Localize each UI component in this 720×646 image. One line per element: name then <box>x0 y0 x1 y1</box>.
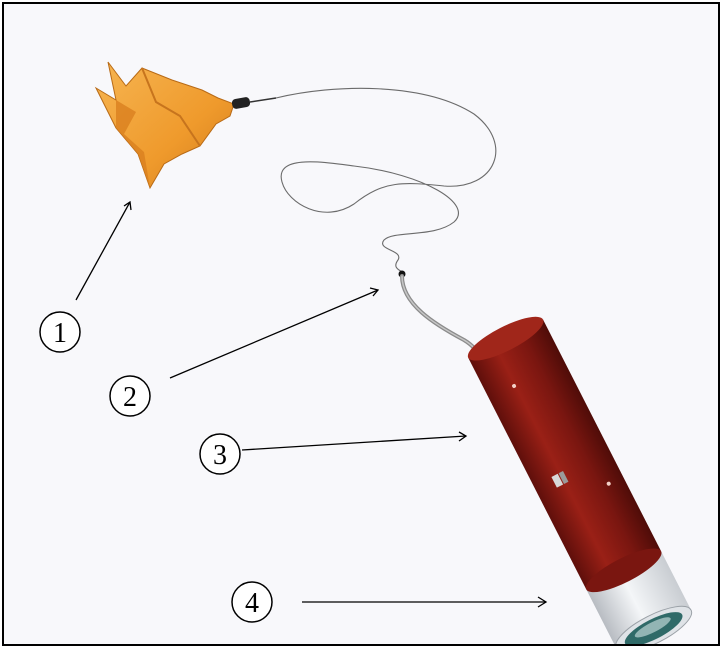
device-diagram: 1 2 3 4 <box>39 61 693 644</box>
callout-4: 4 <box>231 581 273 623</box>
cable <box>400 274 482 360</box>
callout-1-label: 1 <box>53 318 67 349</box>
callout-3-label: 3 <box>213 440 227 471</box>
leader-arrows <box>75 200 548 608</box>
arrow-3 <box>241 435 467 451</box>
arrow-2 <box>169 289 379 379</box>
callout-4-label: 4 <box>245 588 259 619</box>
arrow-1 <box>75 201 131 301</box>
callout-1: 1 <box>39 311 81 353</box>
callout-2: 2 <box>109 375 151 417</box>
instrument-tube <box>467 316 693 644</box>
tether-line <box>275 87 497 273</box>
callout-2-label: 2 <box>123 382 137 413</box>
callout-3: 3 <box>199 433 241 475</box>
parachute <box>94 61 277 190</box>
